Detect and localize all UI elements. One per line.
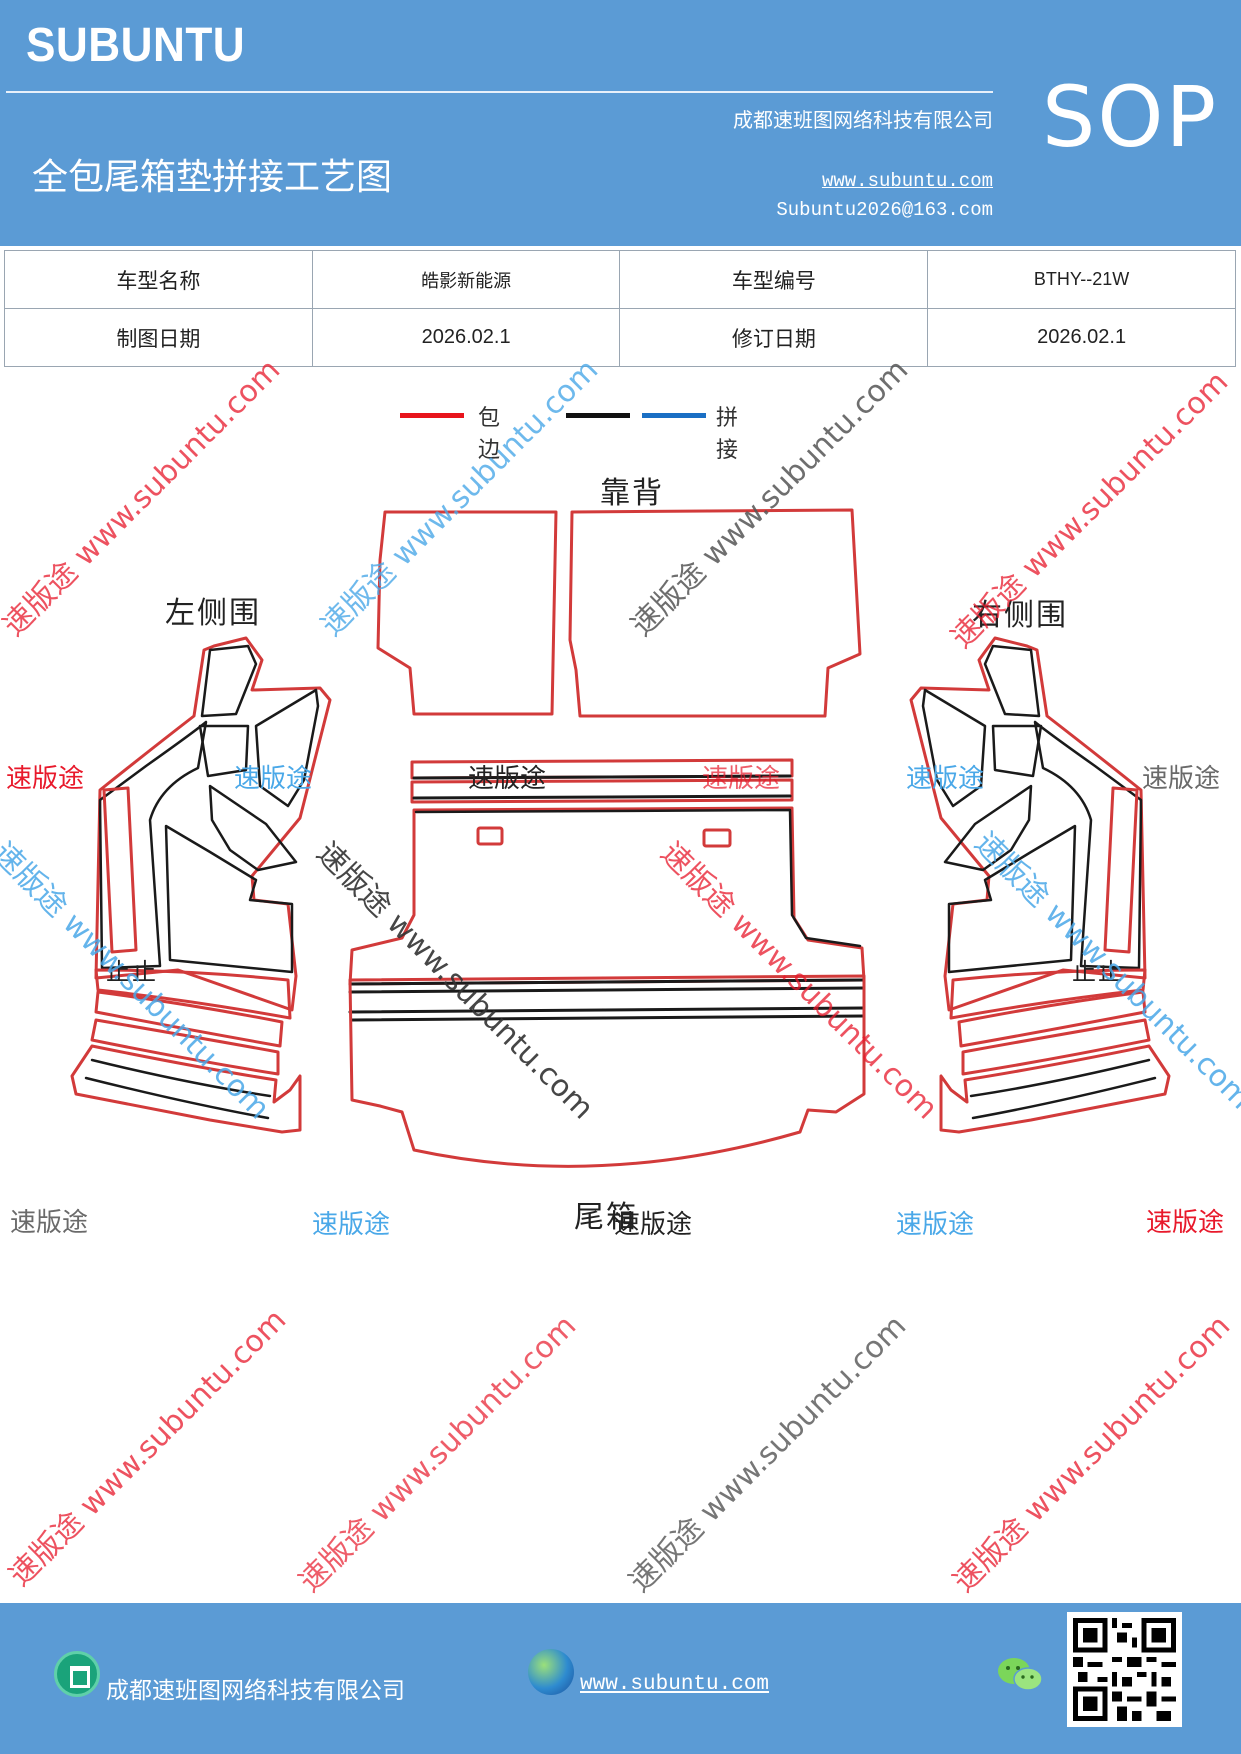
globe-icon <box>528 1649 574 1695</box>
label-right-mark: 止止 <box>1072 958 1124 986</box>
watermark-text: 速版途 <box>906 764 985 794</box>
trunk-seam-5 <box>348 1006 866 1014</box>
watermark-text: 速版途 <box>468 764 547 794</box>
left-strip-1 <box>94 968 292 1020</box>
website-link[interactable]: www.subuntu.com <box>821 170 993 192</box>
watermark-text: 速版途 <box>896 1210 975 1240</box>
trunk-inner-seam <box>414 808 862 948</box>
qr-code <box>1067 1612 1182 1727</box>
left-strip-seam-2 <box>84 1076 270 1120</box>
left-strip-4 <box>70 1044 302 1134</box>
trunk-seam-3 <box>348 978 866 986</box>
table-cell-value: 2026.02.1 <box>927 308 1236 367</box>
table-cell-value: BTHY--21W <box>927 250 1236 309</box>
table-cell-label: 修订日期 <box>619 308 929 367</box>
left-side-seam-c <box>254 688 320 808</box>
watermark-text: 速版途 <box>614 1210 693 1240</box>
right-side-seam-b <box>991 724 1043 778</box>
backrest-left-piece <box>376 510 558 716</box>
table-row: 车型名称 皓影新能源 车型编号 BTHY--21W <box>4 250 1236 309</box>
trunk-seam-1 <box>412 774 792 780</box>
right-strip-4 <box>939 1044 1171 1134</box>
legend-swatch-blue <box>642 413 706 418</box>
trunk-seam-6 <box>350 1014 866 1022</box>
table-row: 制图日期 2026.02.1 修订日期 2026.02.1 <box>4 308 1236 367</box>
left-strip-3 <box>90 1018 280 1076</box>
trunk-cutout-left <box>476 826 504 846</box>
legend-label-seam: 拼接 <box>716 406 739 463</box>
right-strip-1 <box>949 968 1147 1020</box>
trunk-cutout-right <box>702 828 732 848</box>
left-side-outer <box>94 636 332 1012</box>
company-name: 成都速班图网络科技有限公司 <box>733 108 993 132</box>
email-address[interactable]: Subuntu2026@163.com <box>776 199 993 221</box>
table-cell-label: 制图日期 <box>4 308 313 367</box>
right-side-seam-a <box>983 644 1041 718</box>
doc-type-badge: SOP <box>1042 68 1219 166</box>
legend-swatch-black <box>566 413 630 418</box>
watermark-text: 速版途 <box>6 764 85 794</box>
footer-banner: 成都速班图网络科技有限公司 www.subuntu.com <box>0 1603 1241 1754</box>
table-cell-label: 车型名称 <box>4 250 313 309</box>
left-side-seam-b <box>198 724 250 778</box>
table-cell-value: 2026.02.1 <box>311 308 621 367</box>
label-right-side: 右侧围 <box>972 598 1068 633</box>
left-strip-seam <box>90 1058 272 1098</box>
watermark-text: 速版途 <box>234 764 313 794</box>
trunk-seam-2 <box>412 794 792 800</box>
wechat-icon[interactable] <box>996 1655 1044 1695</box>
right-side-seam-d <box>943 784 1033 872</box>
home-icon <box>54 1651 100 1697</box>
header-divider <box>6 91 993 93</box>
legend-label-edge: 包边 <box>478 406 501 463</box>
vehicle-info-table: 车型名称 皓影新能源 车型编号 BTHY--21W 制图日期 2026.02.1… <box>4 250 1236 367</box>
header-banner: SUBUNTU 成都速班图网络科技有限公司 全包尾箱垫拼接工艺图 www.sub… <box>0 0 1241 246</box>
left-side-strip <box>102 786 138 954</box>
trunk-lower-floor <box>348 974 866 1168</box>
right-side-seam-f <box>947 824 1077 974</box>
left-strip-2 <box>94 990 284 1048</box>
watermark-text: 速版途 <box>1146 1208 1225 1238</box>
right-side-strip <box>1103 786 1139 954</box>
watermark-text: 速版途 <box>312 1210 391 1240</box>
left-side-seam-e <box>98 720 208 970</box>
label-left-mark: 止止 <box>106 958 158 986</box>
watermark-text: 速版途 <box>10 1208 89 1238</box>
table-cell-label: 车型编号 <box>619 250 929 309</box>
table-cell-value: 皓影新能源 <box>311 250 621 309</box>
label-backrest: 靠背 <box>600 476 664 511</box>
trunk-strip-second <box>410 778 794 804</box>
footer-website-link[interactable]: www.subuntu.com <box>580 1673 770 1696</box>
brand-logo: SUBUNTU <box>26 19 246 72</box>
right-strip-2 <box>957 990 1147 1048</box>
right-strip-seam <box>969 1058 1151 1098</box>
right-side-seam-c <box>921 688 987 808</box>
document-title: 全包尾箱垫拼接工艺图 <box>32 157 393 198</box>
right-side-seam-e <box>1033 720 1143 970</box>
label-left-side: 左侧围 <box>165 596 261 631</box>
left-side-seam-d <box>208 784 298 872</box>
legend-swatch-red <box>400 413 464 418</box>
backrest-right-piece <box>568 508 862 718</box>
left-side-seam-a <box>200 644 258 718</box>
watermark-text: 速版途 <box>702 764 781 794</box>
right-strip-3 <box>961 1018 1151 1076</box>
trunk-seam-4 <box>348 986 866 994</box>
left-side-seam-f <box>164 824 294 974</box>
footer-company-name: 成都速班图网络科技有限公司 <box>106 1678 405 1704</box>
trunk-strip-top <box>410 758 794 780</box>
label-trunk: 尾箱 <box>574 1200 638 1235</box>
watermark-text: 速版途 <box>1142 764 1221 794</box>
right-side-outer <box>909 636 1147 1012</box>
right-strip-seam-2 <box>971 1076 1157 1120</box>
